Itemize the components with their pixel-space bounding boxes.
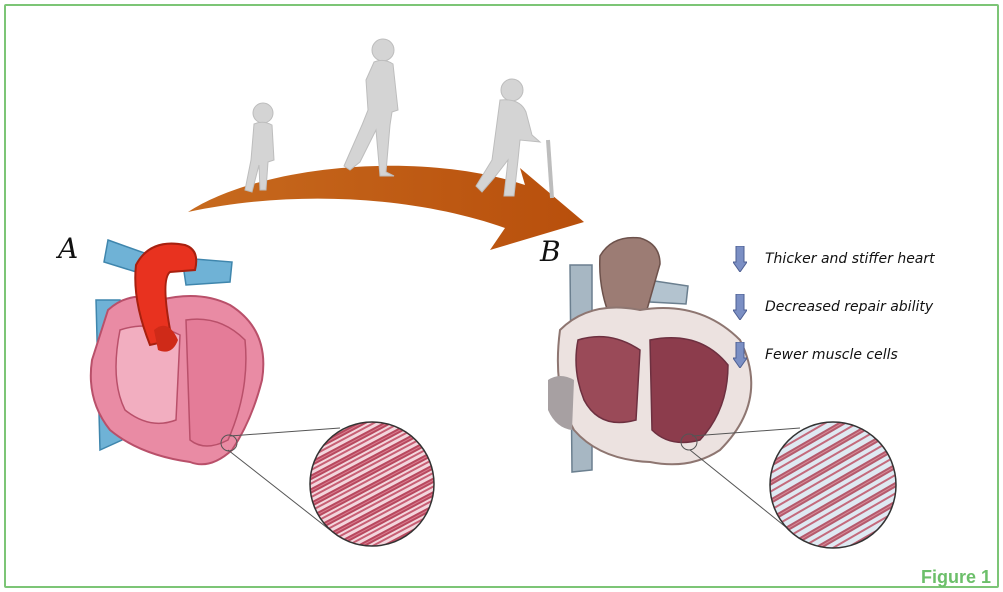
- old-heart: [548, 238, 751, 472]
- panel-a-label: A: [58, 232, 79, 265]
- elderly-figure: [476, 79, 552, 198]
- effect-label: Fewer muscle cells: [765, 347, 898, 363]
- effect-item: Thicker and stiffer heart: [733, 244, 935, 274]
- down-arrow-icon: [733, 246, 747, 272]
- panel-b-label: B: [540, 235, 562, 268]
- muscle-magnifier-b: [770, 422, 900, 552]
- figure-label: Figure 1: [921, 567, 991, 588]
- effect-item: Fewer muscle cells: [733, 340, 898, 370]
- muscle-magnifier-a: [308, 420, 438, 550]
- effect-item: Decreased repair ability: [733, 292, 933, 322]
- young-heart: [91, 240, 264, 464]
- zoom-line-a-top: [230, 428, 340, 436]
- effect-label: Thicker and stiffer heart: [765, 251, 935, 267]
- effect-label: Decreased repair ability: [765, 299, 933, 315]
- child-figure: [245, 103, 274, 192]
- down-arrow-icon: [733, 294, 747, 320]
- adult-figure: [344, 39, 398, 176]
- down-arrow-icon: [733, 342, 747, 368]
